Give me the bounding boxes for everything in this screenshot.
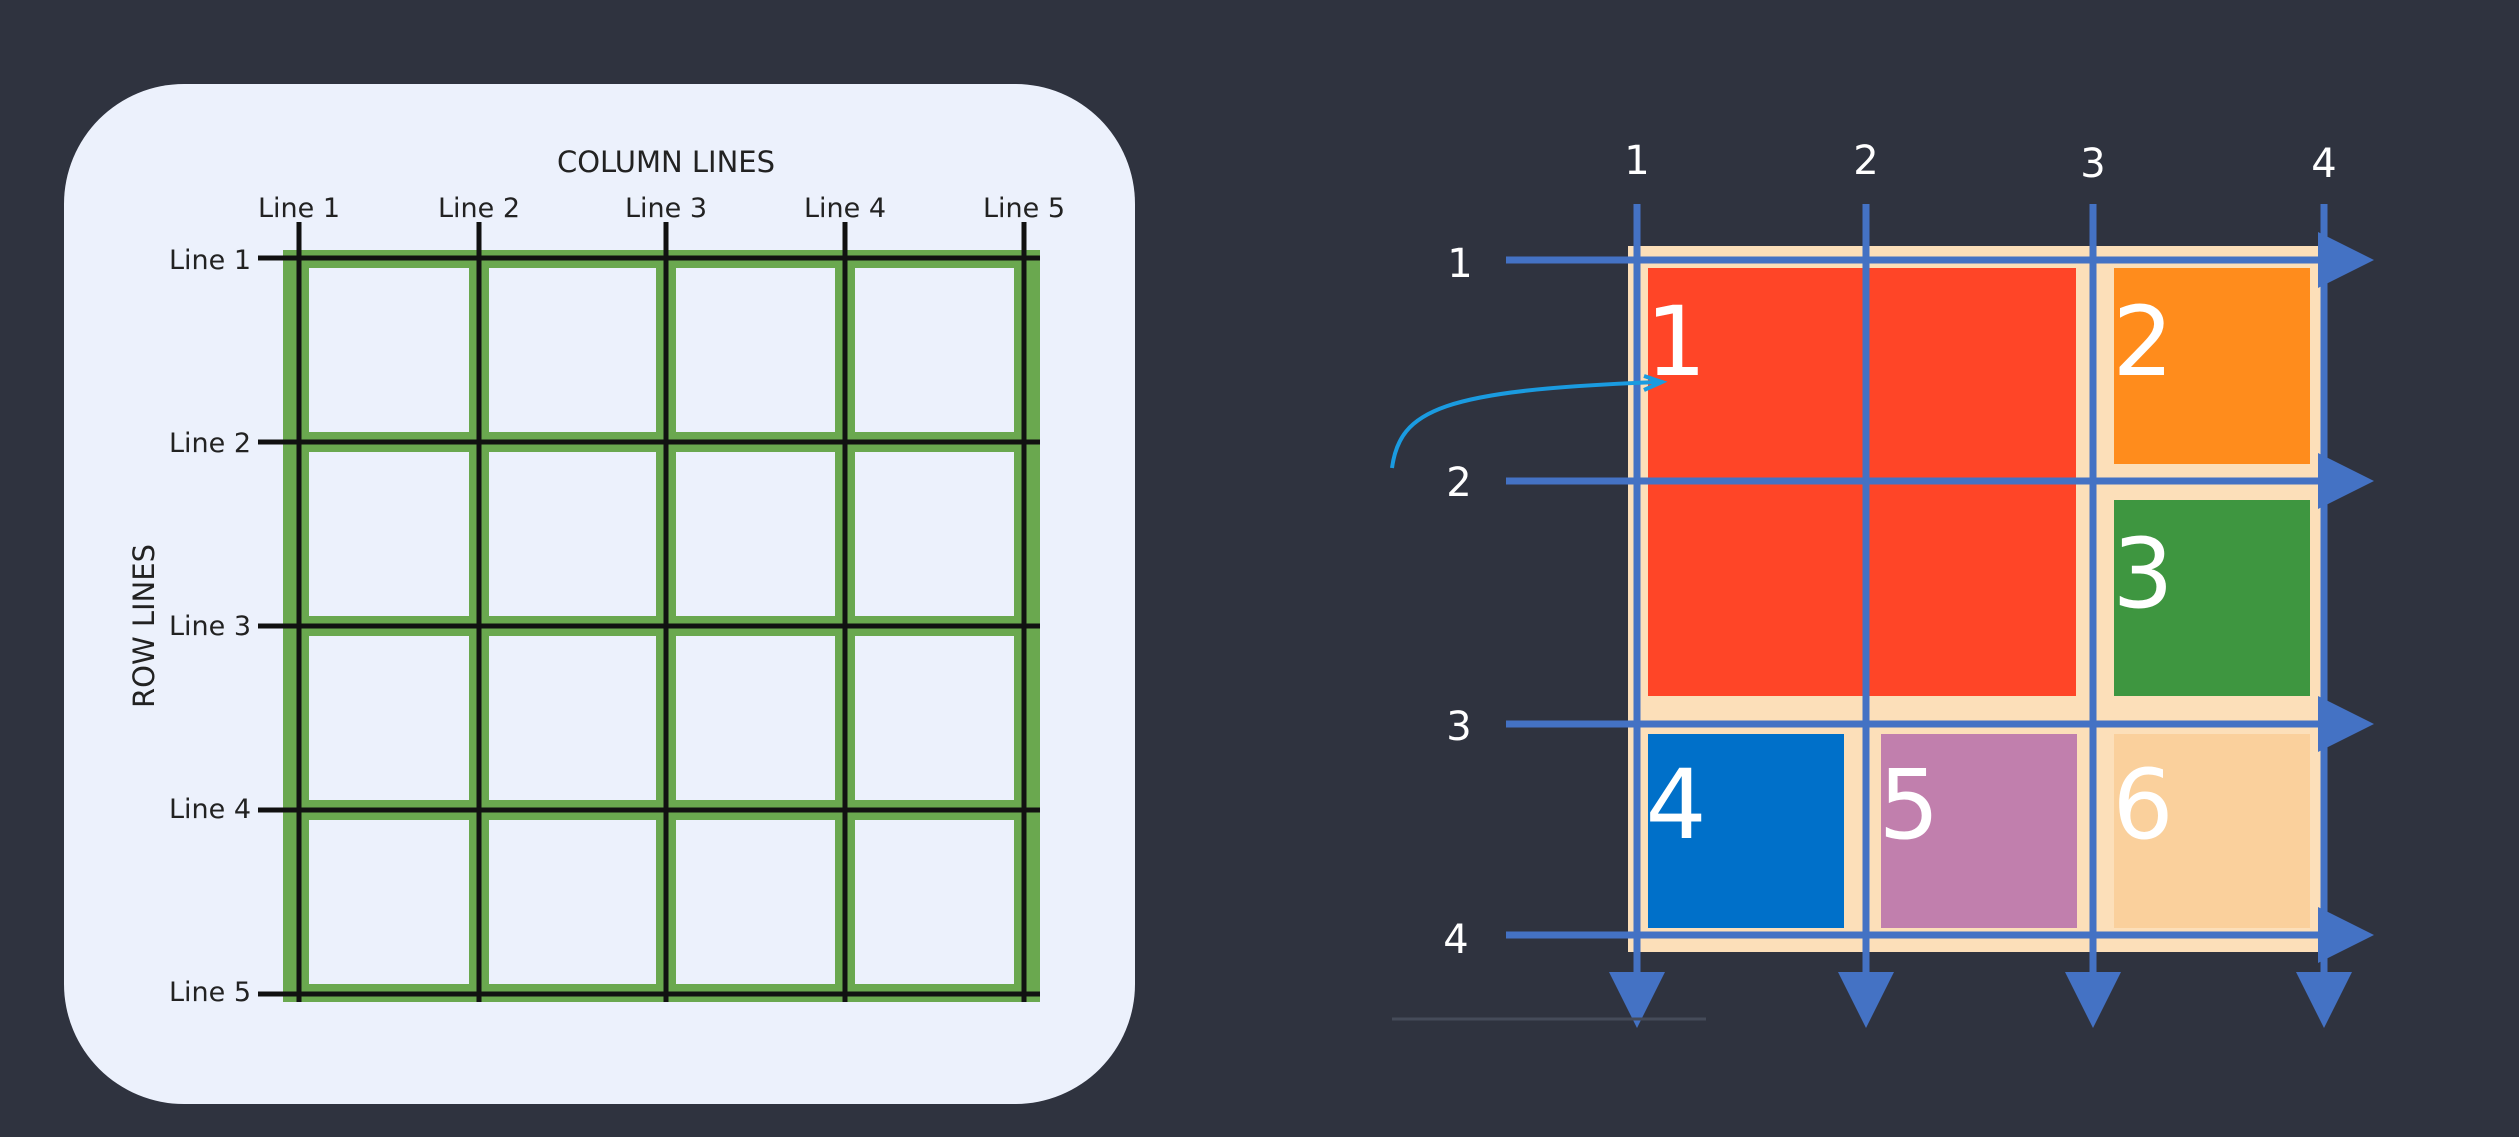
column-line-label: Line 2 [438,193,520,224]
grid-cell [309,452,469,616]
grid-item-6-label: 6 [2112,749,2173,861]
column-line-number: 4 [2311,141,2336,187]
row-lines-title: ROW LINES [127,544,161,708]
row-line-label: Line 5 [169,977,251,1008]
grid-cell [676,636,835,800]
column-line-number: 3 [2080,141,2105,187]
grid-cell [489,820,656,984]
grid-cell [855,636,1014,800]
column-line-label: Line 5 [983,193,1065,224]
column-line-label: Line 4 [804,193,886,224]
grid-cell [676,820,835,984]
right-grid-diagram: 1 2 3 4 5 6 1 2 3 4 1 2 3 4 [1390,138,2374,1028]
left-grid-diagram: COLUMN LINES ROW LINES Line 1 Line 2 Lin… [127,145,1065,1008]
row-line-label: Line 3 [169,611,251,642]
row-line-number: 3 [1446,704,1471,750]
grid-item-3 [2114,500,2310,696]
grid-item-5-label: 5 [1878,749,1939,861]
grid-item-4 [1648,734,1844,928]
row-line-number: 4 [1443,917,1468,963]
grid-cell [309,636,469,800]
grid-cell [855,452,1014,616]
annotation-curve [1390,380,1661,469]
column-line-label: Line 1 [258,193,340,224]
annotation-arrowhead [1643,374,1668,392]
grid-cell [676,268,835,432]
column-lines-title: COLUMN LINES [557,145,775,179]
grid-item-5 [1881,734,2077,928]
grid-cell [309,268,469,432]
row-line-label: Line 4 [169,794,251,825]
grid-cell [489,268,656,432]
row-line-number: 2 [1446,460,1471,506]
grid-item-4-label: 4 [1645,749,1706,861]
column-line-label: Line 3 [625,193,707,224]
grid-item-3-label: 3 [2112,518,2173,630]
grid-cell [855,268,1014,432]
grid-item-2 [2114,268,2310,464]
row-line-label: Line 1 [169,245,251,276]
grid-item-2-label: 2 [2112,286,2173,398]
row-line-label: Line 2 [169,428,251,459]
grid-cell [855,820,1014,984]
grid-item-6 [2114,734,2310,928]
grid-cell [489,452,656,616]
row-line-number: 1 [1447,241,1472,287]
grid-cell [489,636,656,800]
grid-cell [309,820,469,984]
grid-cell [676,452,835,616]
column-line-number: 1 [1624,138,1649,184]
column-line-number: 2 [1853,138,1878,184]
